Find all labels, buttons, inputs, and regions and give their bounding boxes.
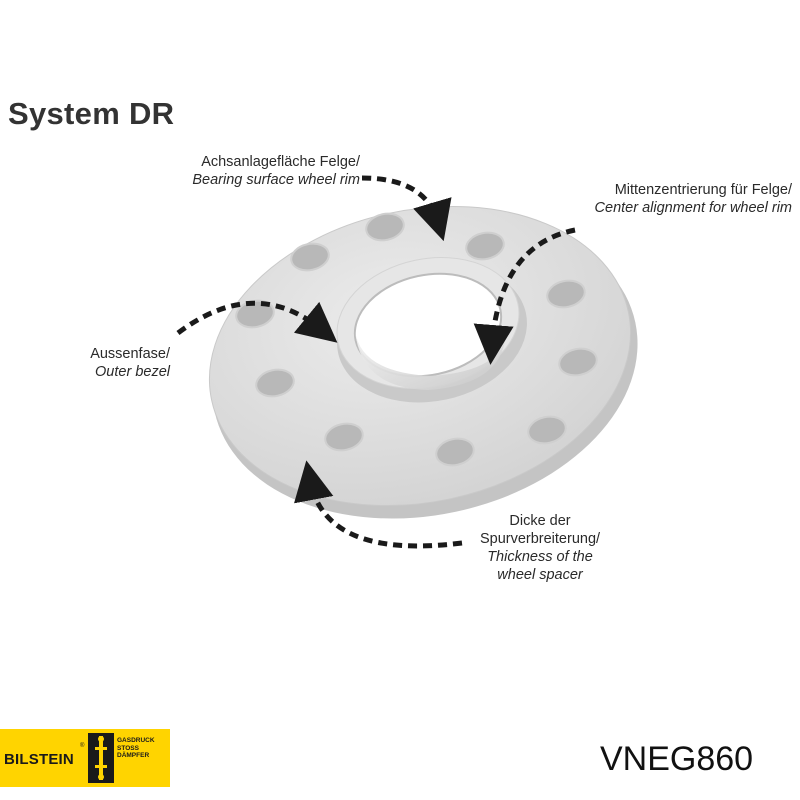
- callout-center-en: Center alignment for wheel rim: [594, 200, 792, 216]
- callout-bezel-de: Aussenfase/: [90, 346, 170, 362]
- center-bore: [353, 272, 503, 378]
- arrow-bearing-surface: [361, 175, 452, 242]
- logo-line-3: DÄMPFER: [117, 752, 150, 759]
- bore-inner-wall: [355, 330, 505, 390]
- callout-outer-bezel: Aussenfase/ Outer bezel: [20, 345, 170, 381]
- logo-line-1: GASDRUCK: [117, 737, 155, 744]
- diagram-title: System DR: [8, 96, 175, 131]
- callout-bearing-de: Achsanlagefläche Felge/: [201, 154, 360, 170]
- logo-tagline: GASDRUCK STOSS DÄMPFER: [117, 737, 155, 760]
- callout-center-de: Mittenzentrierung für Felge/: [614, 182, 792, 198]
- callout-thickness-de: Dicke der: [509, 513, 571, 529]
- logo-brand-name: BILSTEIN: [4, 751, 74, 768]
- logo-line-2: STOSS: [117, 744, 139, 752]
- arrow-center-alignment: [473, 227, 576, 365]
- bolt-holes: [235, 212, 598, 467]
- callout-center-alignment: Mittenzentrierung für Felge/ Center alig…: [520, 181, 792, 217]
- callout-thickness-en2: wheel spacer: [497, 567, 583, 583]
- shock-absorber-icon: [88, 733, 114, 783]
- callout-thickness: Dicke der Spurverbreiterung/ Thickness o…: [440, 512, 640, 584]
- callout-bearing-en: Bearing surface wheel rim: [192, 172, 360, 188]
- arrow-outer-bezel: [176, 300, 338, 343]
- callout-thickness-de2: Spurverbreiterung/: [479, 531, 601, 547]
- registered-mark: ®: [80, 743, 85, 749]
- callout-bezel-en: Outer bezel: [95, 364, 170, 380]
- part-number: VNEG860: [600, 740, 754, 778]
- arrow-thickness: [294, 460, 463, 549]
- bilstein-logo: BILSTEIN ® GASDRUCK STOSS DÄMPFER: [0, 729, 170, 787]
- callout-thickness-en: Thickness of the: [487, 549, 593, 565]
- callout-bearing-surface: Achsanlagefläche Felge/ Bearing surface …: [130, 153, 360, 189]
- wheel-spacer-diagram: [176, 175, 638, 549]
